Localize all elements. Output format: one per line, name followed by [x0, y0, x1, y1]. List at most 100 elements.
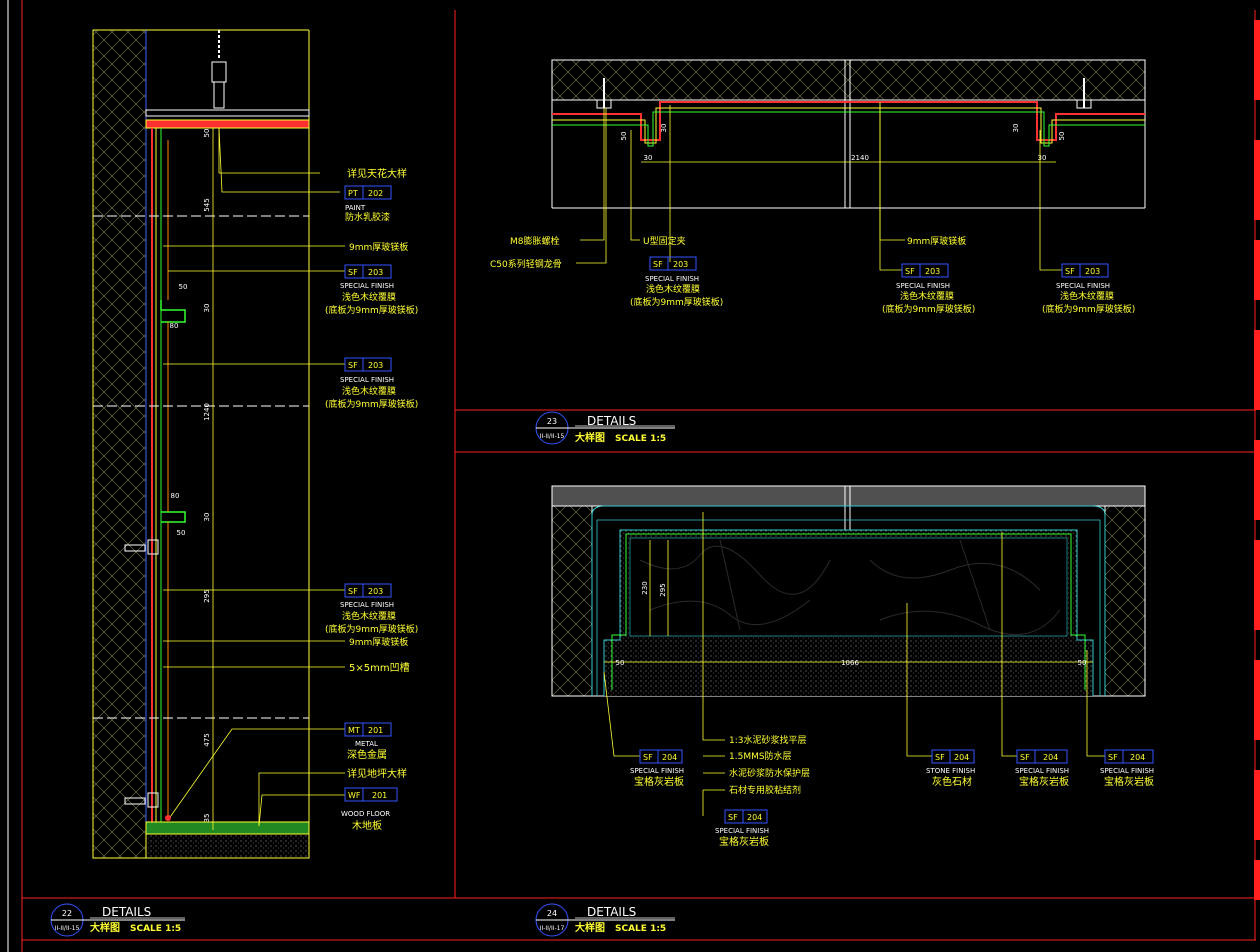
- svg-text:浅色木纹覆膜: 浅色木纹覆膜: [1060, 290, 1114, 302]
- svg-text:SF: SF: [653, 260, 663, 269]
- svg-text:SPECIAL FINISH: SPECIAL FINISH: [1100, 767, 1154, 775]
- svg-text:203: 203: [1085, 267, 1100, 276]
- svg-text:SF: SF: [643, 753, 653, 762]
- ceiling-hanger-icon: [211, 30, 227, 109]
- svg-text:METAL: METAL: [355, 740, 378, 748]
- ceiling-slab-hatch: [551, 59, 1146, 101]
- svg-text:(底板为9mm厚玻镁板): (底板为9mm厚玻镁板): [325, 398, 418, 410]
- svg-text:SPECIAL FINISH: SPECIAL FINISH: [645, 275, 699, 283]
- dimension-label: 50: [203, 129, 211, 138]
- sf-tag-24-left: SF 204 SPECIAL FINISH 宝格灰岩板: [630, 749, 684, 788]
- dimension-label: 50: [1078, 659, 1087, 667]
- sf-tag-2: SF 203 SPECIAL FINISH 浅色木纹覆膜 (底板为9mm厚玻镁板…: [325, 357, 418, 410]
- dimension-label: 30: [644, 154, 653, 162]
- dimension-label: 50: [620, 132, 628, 141]
- dimension-label: 80: [171, 492, 180, 500]
- svg-text:204: 204: [747, 813, 762, 822]
- svg-text:(底板为9mm厚玻镁板): (底板为9mm厚玻镁板): [1042, 303, 1135, 315]
- dimension-label: 30: [1038, 154, 1047, 162]
- svg-text:5×5mm凹槽: 5×5mm凹槽: [349, 661, 410, 674]
- svg-text:浅色木纹覆膜: 浅色木纹覆膜: [900, 290, 954, 302]
- svg-text:203: 203: [368, 268, 383, 277]
- sf-tag-23c: SF 203 SPECIAL FINISH 浅色木纹覆膜 (底板为9mm厚玻镁板…: [1042, 263, 1135, 315]
- svg-text:204: 204: [1043, 753, 1058, 762]
- wall-anchor-icon: [124, 539, 159, 808]
- top-stone-slab: [551, 485, 1146, 507]
- svg-text:SPECIAL FINISH: SPECIAL FINISH: [630, 767, 684, 775]
- wood-floor-tag: WF 201 WOOD FLOOR 木地板: [341, 787, 398, 832]
- ceiling-ref-label: 详见天花大样: [347, 167, 407, 180]
- svg-text:宝格灰岩板: 宝格灰岩板: [1019, 775, 1069, 788]
- svg-text:II-II/II-15: II-II/II-15: [55, 925, 80, 932]
- dimension-label: 50: [177, 529, 186, 537]
- svg-text:9mm厚玻镁板: 9mm厚玻镁板: [907, 235, 966, 247]
- svg-text:浅色木纹覆膜: 浅色木纹覆膜: [342, 610, 396, 622]
- dimension-label: 545: [203, 198, 211, 211]
- svg-text:SF: SF: [935, 753, 945, 762]
- structural-wall-hatch: [92, 29, 147, 859]
- dimension-label: 50: [616, 659, 625, 667]
- svg-text:灰色石材: 灰色石材: [932, 775, 972, 788]
- dimension-label: 2140: [851, 154, 869, 162]
- dimension-label: 30: [660, 124, 668, 133]
- svg-text:204: 204: [662, 753, 677, 762]
- svg-text:SCALE 1:5: SCALE 1:5: [615, 434, 666, 444]
- svg-text:SPECIAL FINISH: SPECIAL FINISH: [896, 282, 950, 290]
- svg-text:浅色木纹覆膜: 浅色木纹覆膜: [646, 283, 700, 295]
- svg-text:203: 203: [368, 361, 383, 370]
- dimension-label: 295: [659, 583, 667, 596]
- svg-text:22: 22: [62, 909, 72, 918]
- svg-text:木地板: 木地板: [352, 819, 382, 832]
- svg-text:201: 201: [368, 726, 383, 735]
- sf-tag-23a: SF 203 SPECIAL FINISH 浅色木纹覆膜 (底板为9mm厚玻镁板…: [630, 256, 723, 308]
- svg-text:大样图: 大样图: [575, 921, 605, 934]
- dimension-label: 230: [641, 581, 649, 594]
- svg-text:DETAILS: DETAILS: [587, 414, 636, 428]
- svg-text:PAINT: PAINT: [345, 204, 366, 212]
- svg-text:DETAILS: DETAILS: [587, 905, 636, 919]
- detail-23-labels: M8膨胀螺栓 C50系列轻钢龙骨 U型固定夹 9mm厚玻镁板 SF 203 SP…: [490, 235, 1135, 315]
- svg-text:PT: PT: [348, 189, 358, 198]
- sheet-frame: [7, 0, 1260, 952]
- paint-tag: PT 202 PAINT 防水乳胶漆: [344, 185, 392, 223]
- svg-text:24: 24: [547, 909, 557, 918]
- svg-text:石材专用胶粘结剂: 石材专用胶粘结剂: [729, 784, 801, 796]
- detail-22-labels: 详见天花大样 PT 202 PAINT 防水乳胶漆 9mm厚玻镁板 SF 203…: [325, 167, 418, 832]
- svg-text:(底板为9mm厚玻镁板): (底板为9mm厚玻镁板): [882, 303, 975, 315]
- svg-text:宝格灰岩板: 宝格灰岩板: [1104, 775, 1154, 788]
- svg-text:SPECIAL FINISH: SPECIAL FINISH: [340, 282, 394, 290]
- svg-text:浅色木纹覆膜: 浅色木纹覆膜: [342, 291, 396, 303]
- svg-text:201: 201: [372, 791, 387, 800]
- svg-text:SPECIAL FINISH: SPECIAL FINISH: [1015, 767, 1069, 775]
- svg-text:SF: SF: [728, 813, 738, 822]
- dimension-label: 30: [1012, 124, 1020, 133]
- svg-text:C50系列轻钢龙骨: C50系列轻钢龙骨: [490, 258, 562, 270]
- dimension-label: 295: [203, 589, 211, 602]
- svg-text:宝格灰岩板: 宝格灰岩板: [634, 775, 684, 788]
- ceiling-finish-band: [145, 119, 310, 129]
- sf-tag-3: SF 203 SPECIAL FINISH 浅色木纹覆膜 (底板为9mm厚玻镁板…: [325, 583, 418, 635]
- svg-text:SPECIAL FINISH: SPECIAL FINISH: [340, 376, 394, 384]
- svg-text:204: 204: [1130, 753, 1145, 762]
- svg-text:SF: SF: [1065, 267, 1075, 276]
- svg-text:204: 204: [954, 753, 969, 762]
- dimension-label: 35: [203, 814, 211, 823]
- svg-text:大样图: 大样图: [575, 431, 605, 444]
- svg-text:宝格灰岩板: 宝格灰岩板: [719, 835, 769, 848]
- sf-tag-24-mid: SF 204 SPECIAL FINISH 宝格灰岩板: [1015, 749, 1069, 788]
- sf-tag-24-right: SF 204 SPECIAL FINISH 宝格灰岩板: [1100, 749, 1154, 788]
- svg-text:MT: MT: [348, 726, 360, 735]
- svg-text:SF: SF: [1108, 753, 1118, 762]
- title-block-22: 22 II-II/II-15 DETAILS 大样图 SCALE 1:5: [50, 903, 185, 937]
- svg-text:WF: WF: [348, 791, 361, 800]
- sf-tag-1: SF 203 SPECIAL FINISH 浅色木纹覆膜 (底板为9mm厚玻镁板…: [325, 264, 418, 316]
- detail-24-labels: 1:3水泥砂浆找平层 1.5MMS防水层 水泥砂浆防水保护层 石材专用胶粘结剂 …: [630, 734, 1154, 848]
- svg-text:SPECIAL FINISH: SPECIAL FINISH: [1056, 282, 1110, 290]
- stone-tag-24: SF 204 STONE FINISH 灰色石材: [926, 749, 975, 788]
